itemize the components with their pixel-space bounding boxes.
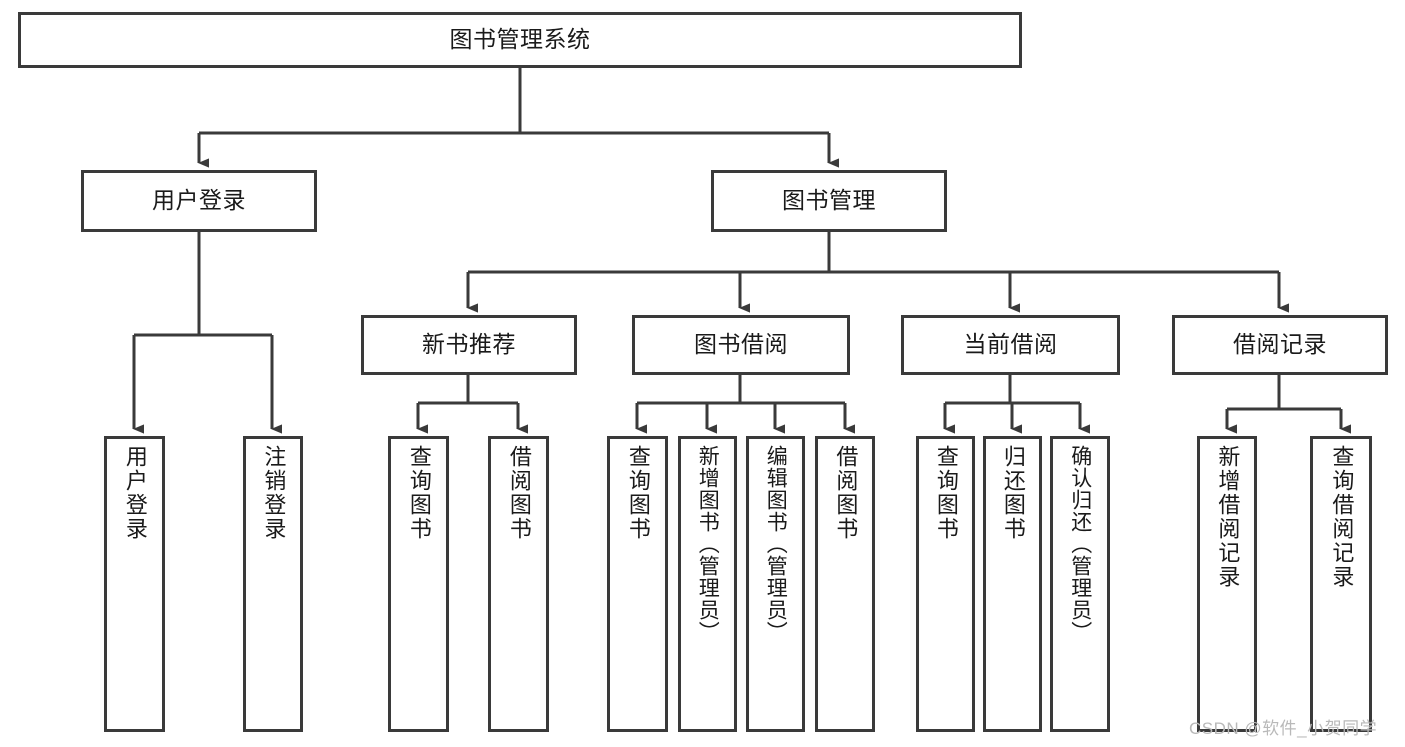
node-user-login[interactable]: 用户登录 [81,170,317,232]
node-label: 图书借阅 [694,331,788,358]
node-label: 图书管理系统 [449,26,591,53]
node-leaf-confirm-return-admin[interactable]: 确认归还（管理员） [1050,436,1110,732]
node-label: 当前借阅 [963,331,1058,358]
node-label: 新增图书（管理员） [696,445,720,643]
node-current-borrow[interactable]: 当前借阅 [901,315,1120,375]
node-leaf-add-book-admin[interactable]: 新增图书（管理员） [678,436,737,732]
node-label: 确认归还（管理员） [1068,445,1092,643]
node-label: 图书管理 [782,187,876,214]
node-leaf-query-book-borrow[interactable]: 查询图书 [607,436,668,732]
node-leaf-query-book-recommend[interactable]: 查询图书 [388,436,449,732]
node-label: 用户登录 [122,445,148,541]
node-leaf-edit-book-admin[interactable]: 编辑图书（管理员） [746,436,805,732]
node-leaf-borrow-book-recommend[interactable]: 借阅图书 [488,436,549,732]
node-label: 借阅图书 [833,445,859,541]
node-label: 新增借阅记录 [1215,445,1241,589]
node-label: 借阅图书 [506,445,532,541]
node-book-management[interactable]: 图书管理 [711,170,947,232]
node-borrow-record[interactable]: 借阅记录 [1172,315,1388,375]
node-root-book-management-system[interactable]: 图书管理系统 [18,12,1022,68]
node-new-book-recommend[interactable]: 新书推荐 [361,315,577,375]
node-leaf-logout-login[interactable]: 注销登录 [243,436,303,732]
node-label: 编辑图书（管理员） [764,445,788,643]
node-leaf-add-borrow-record[interactable]: 新增借阅记录 [1197,436,1257,732]
node-label: 查询图书 [933,445,959,541]
node-label: 注销登录 [261,445,287,541]
node-label: 查询图书 [625,445,651,541]
node-label: 借阅记录 [1233,331,1327,358]
node-leaf-query-borrow-record[interactable]: 查询借阅记录 [1310,436,1372,732]
node-leaf-query-book-current[interactable]: 查询图书 [916,436,975,732]
csdn-watermark: CSDN @软件_小贺同学 [1189,719,1378,738]
node-book-borrow[interactable]: 图书借阅 [632,315,850,375]
node-label: 新书推荐 [422,331,516,358]
node-leaf-user-login[interactable]: 用户登录 [104,436,165,732]
node-label: 查询借阅记录 [1329,445,1355,589]
node-leaf-return-book[interactable]: 归还图书 [983,436,1042,732]
node-leaf-borrow-book[interactable]: 借阅图书 [815,436,875,732]
node-label: 查询图书 [406,445,432,541]
node-label: 归还图书 [1000,445,1026,541]
node-label: 用户登录 [152,187,246,214]
